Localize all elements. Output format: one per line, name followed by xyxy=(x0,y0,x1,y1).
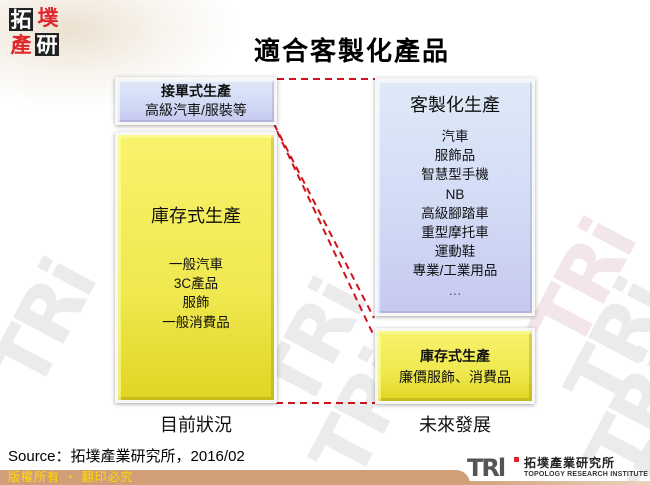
brand-name-chinese: 拓墣產業研究所 xyxy=(524,456,616,470)
order-production-title: 接單式生產 xyxy=(161,84,231,100)
brand-mark: TRl xyxy=(467,454,506,482)
list-item: NB xyxy=(445,186,465,202)
footer-bar xyxy=(0,470,470,485)
list-item: 智慧型手機 xyxy=(421,167,489,183)
page-title: 適合客製化產品 xyxy=(253,37,450,67)
current-status-label: 目前狀況 xyxy=(160,415,232,435)
stock-production-box-future: 庫存式生產 廉價服飾、消費品 xyxy=(375,328,535,404)
future-development-label: 未來發展 xyxy=(419,415,491,435)
custom-production-title: 客製化生產 xyxy=(410,95,500,116)
list-item: 運動鞋 xyxy=(434,244,476,260)
current-product-list: 一般汽車 3C產品 服飾 一般消費品 xyxy=(118,255,274,332)
logo-char: 產 xyxy=(10,32,32,57)
list-item: 專業/工業用品 xyxy=(412,263,498,279)
copyright-notice: 版權所有 ‧ 翻印必究 xyxy=(8,470,134,484)
logo-char: 研 xyxy=(35,32,59,57)
source-note: Source：拓墣產業研究所，2016/02 xyxy=(8,448,245,465)
stock-production-title: 庫存式生產 xyxy=(151,206,241,227)
list-item: 重型摩托車 xyxy=(421,225,489,241)
watermark-text: TRi xyxy=(0,247,114,403)
order-production-box: 接單式生產 高級汽車/服裝等 xyxy=(115,77,277,125)
stock-production-future-subtitle: 廉價服飾、消費品 xyxy=(399,369,511,385)
list-item: 一般汽車 xyxy=(169,257,223,272)
order-production-subtitle: 高級汽車/服裝等 xyxy=(145,102,247,118)
logo-char: 拓 xyxy=(9,7,33,32)
brand-dot-icon xyxy=(514,457,519,462)
list-item: 3C產品 xyxy=(173,276,219,292)
footer-line xyxy=(460,481,650,485)
list-item: … xyxy=(448,282,462,298)
company-logo: 拓 墣 產 研 xyxy=(9,6,63,56)
list-item: 汽車 xyxy=(441,129,469,144)
list-item: 高級腳踏車 xyxy=(421,205,489,221)
list-item: 服飾品 xyxy=(434,148,476,164)
custom-product-list: 汽車 服飾品 智慧型手機 NB 高級腳踏車 重型摩托車 運動鞋 專業/工業用品 … xyxy=(378,127,532,300)
stock-production-box-current: 庫存式生產 一般汽車 3C產品 服飾 一般消費品 xyxy=(115,132,277,403)
brand-name-english: TOPOLOGY RESEARCH INSTITUTE xyxy=(524,471,649,478)
list-item: 服飾 xyxy=(182,295,210,311)
custom-production-box: 客製化生產 汽車 服飾品 智慧型手機 NB 高級腳踏車 重型摩托車 運動鞋 專業… xyxy=(375,78,535,316)
stock-production-future-title: 庫存式生產 xyxy=(420,349,490,365)
logo-char: 墣 xyxy=(37,5,59,30)
list-item: 一般消費品 xyxy=(162,314,230,330)
